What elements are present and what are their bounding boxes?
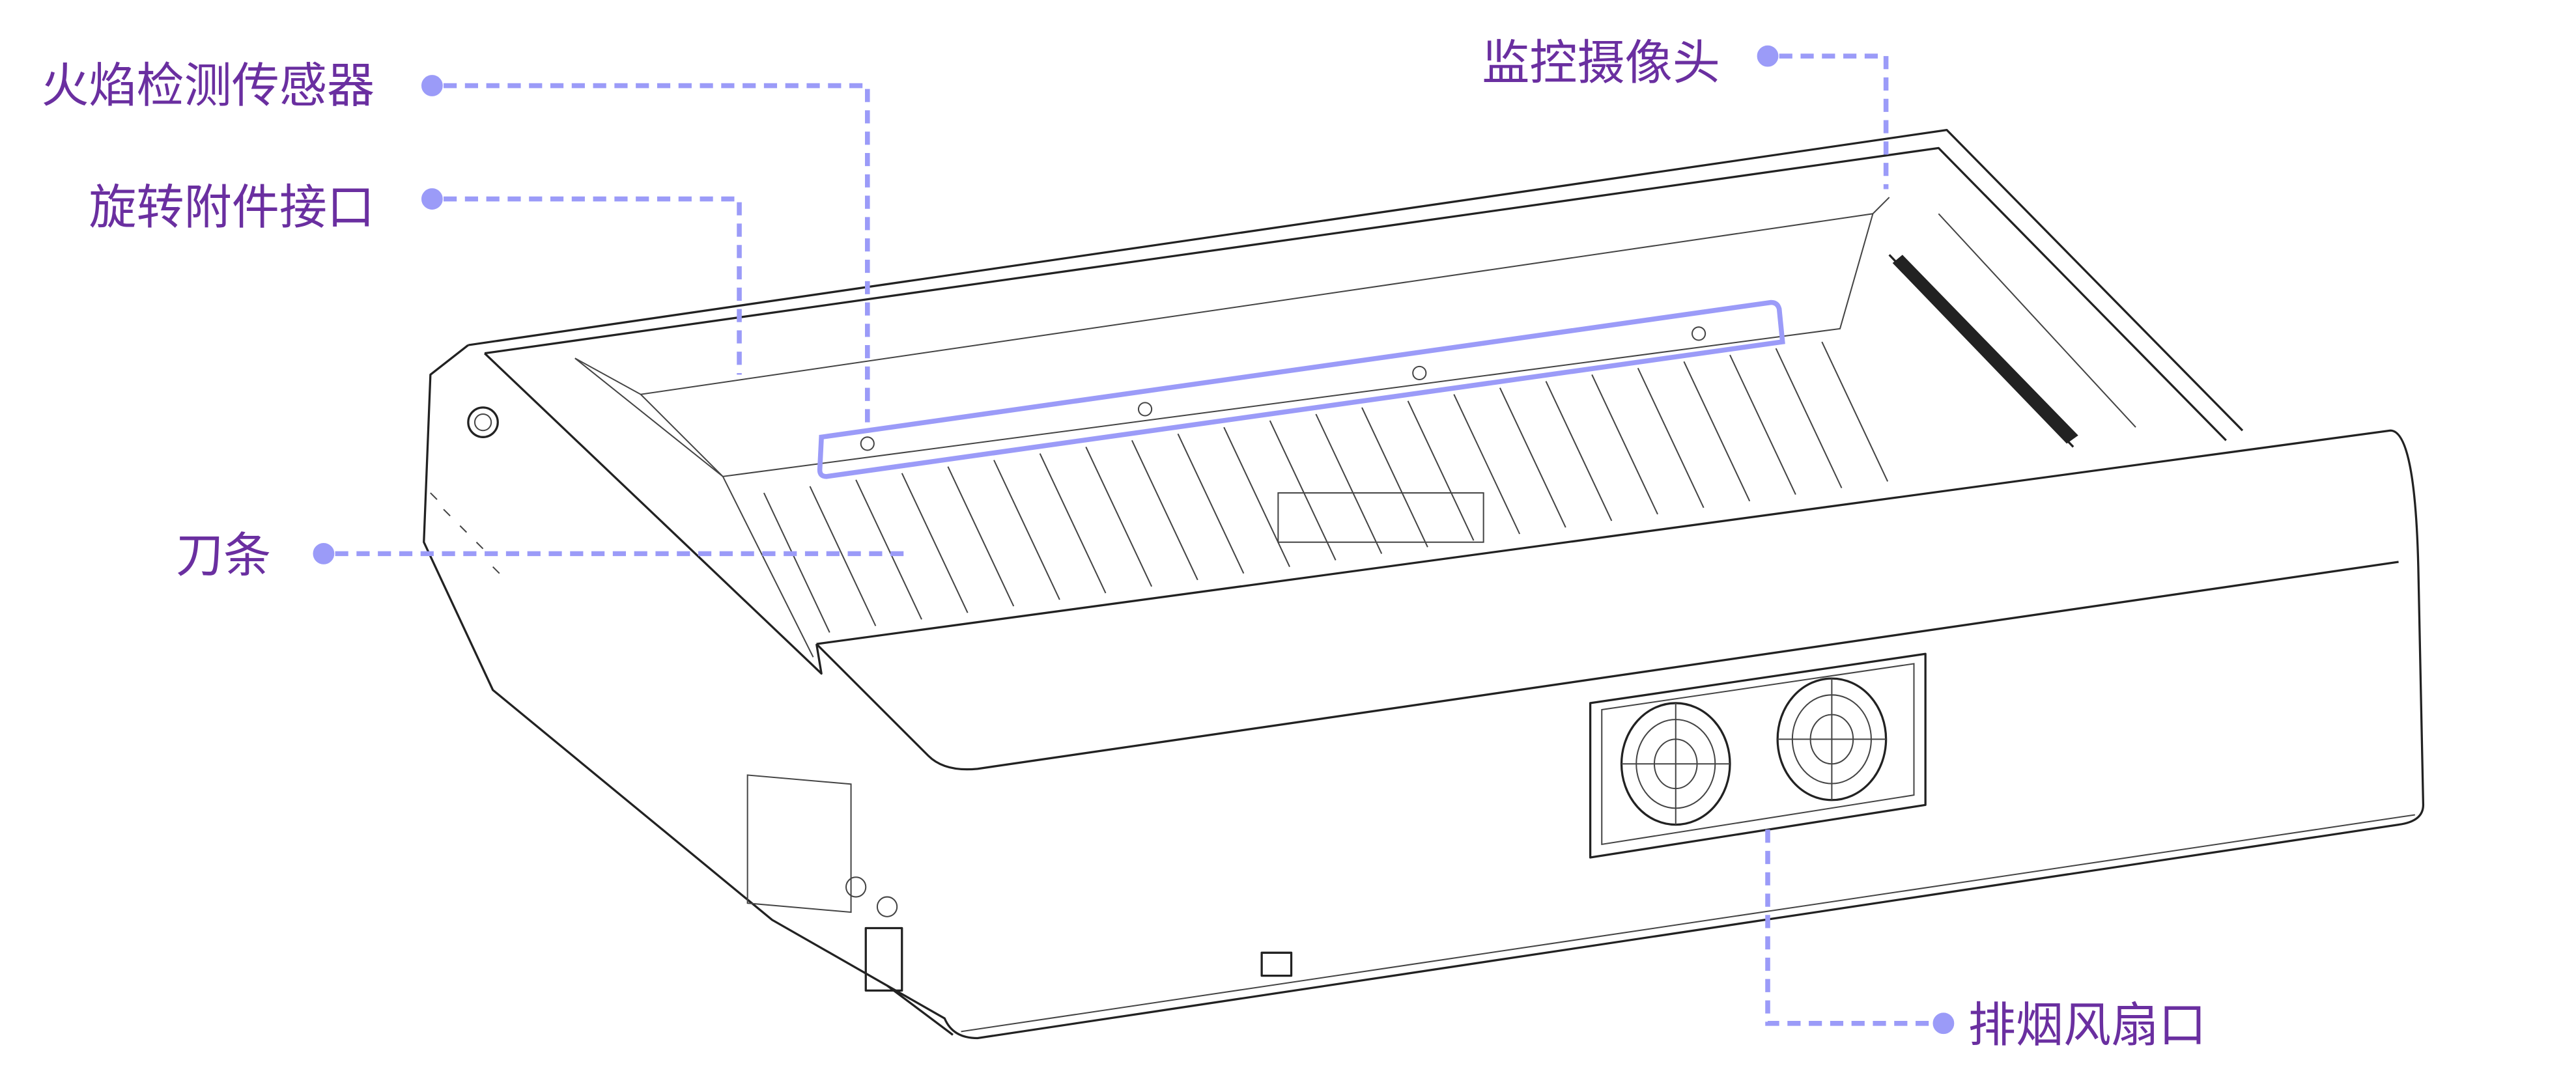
blade-strip [1453, 394, 1521, 535]
machine-outline [423, 128, 2425, 1040]
sensor-brackets [860, 326, 1706, 451]
blade-strip [1775, 348, 1843, 488]
blade-strip [763, 492, 830, 633]
blade-strip [1085, 447, 1153, 587]
blade-strip [901, 473, 969, 613]
leader-lines [313, 45, 1955, 1035]
blade-strip [1361, 407, 1428, 548]
blade-gap-plate [1277, 492, 1484, 543]
blade-strip [1729, 354, 1796, 495]
label-flame-sensor: 火焰检测传感器 [41, 59, 375, 114]
blade-strip [1591, 374, 1658, 515]
leader-dot-exhaust [1932, 1012, 1955, 1035]
label-exhaust-fan: 排烟风扇口 [1968, 998, 2207, 1053]
blade-strips-drawing [763, 341, 1889, 633]
blade-strip [947, 466, 1015, 607]
exhaust-fan-housing [1589, 652, 1927, 859]
leader-dot-blades [313, 542, 335, 564]
blade-strip [1821, 341, 1889, 482]
blade-strip [1269, 420, 1337, 561]
blade-strip [809, 486, 877, 626]
fan-grille-left-icon [1620, 702, 1731, 826]
label-blade-strips: 刀条 [176, 528, 271, 583]
blade-strip [993, 460, 1060, 600]
blade-strip [1683, 361, 1751, 502]
blade-strip [1223, 426, 1290, 568]
blade-strip [1039, 453, 1107, 594]
leader-dot-camera [1757, 45, 1779, 67]
blade-strip [1545, 381, 1613, 522]
flame-sensor-highlight [817, 299, 1785, 479]
fan-grille-right-icon [1776, 677, 1888, 801]
blade-strip [1499, 387, 1566, 528]
blade-strip [1131, 439, 1198, 581]
blade-strip [1315, 413, 1383, 554]
blade-strip [1637, 367, 1705, 508]
blade-strip [1177, 433, 1245, 574]
label-camera: 监控摄像头 [1482, 35, 1720, 90]
leader-dot-rotary-port [421, 188, 443, 210]
blade-strip [1407, 400, 1475, 541]
label-rotary-port: 旋转附件接口 [89, 180, 375, 235]
leader-dot-flame-sensor [421, 75, 443, 96]
blade-strip [855, 479, 922, 620]
